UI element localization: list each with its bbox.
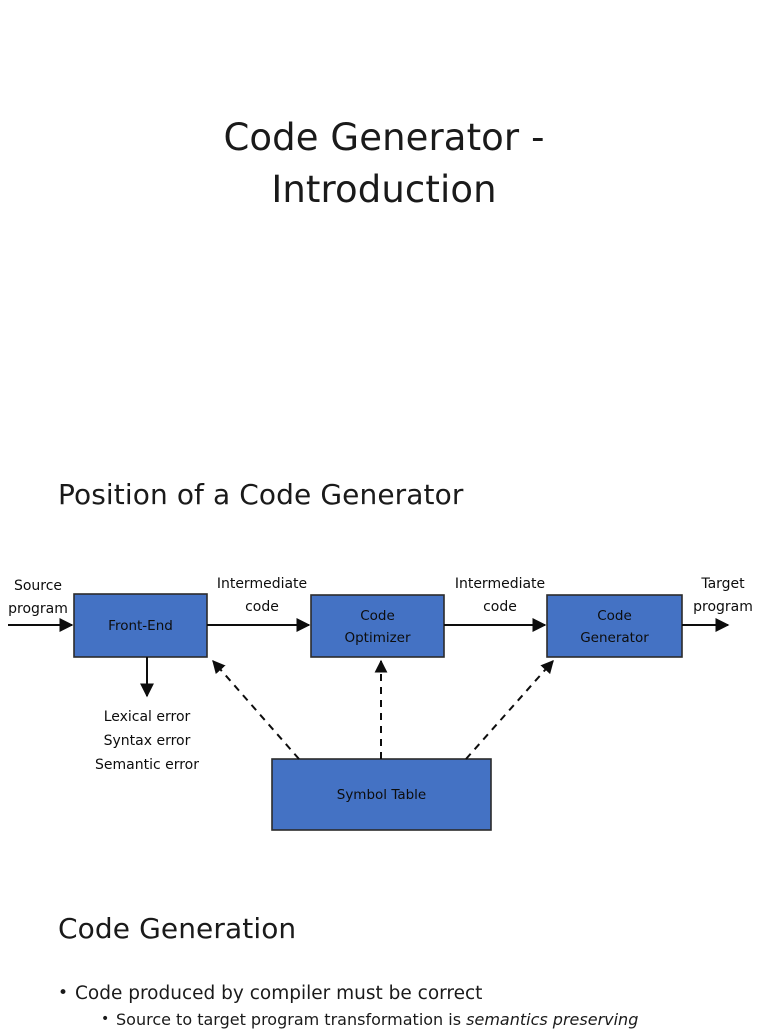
box-symbol-table (271, 758, 492, 831)
label-lexical-error: Lexical error (104, 709, 191, 725)
label-intermediate-code-1-line2: code (245, 599, 279, 615)
label-target-program-line2: program (693, 599, 753, 615)
box-symbol-table-label: Symbol Table (337, 787, 427, 803)
box-code-optimizer-label-line1: Code (360, 608, 395, 624)
diagram-svg: Source program Front-End Intermediate co… (8, 576, 753, 831)
bullet-level2-emphasis: semantics preserving (466, 1010, 639, 1029)
compiler-pipeline-diagram: Source program Front-End Intermediate co… (0, 560, 768, 850)
box-code-generator-label-line1: Code (597, 608, 632, 624)
label-semantic-error: Semantic error (95, 757, 199, 773)
label-source-program-line1: Source (14, 578, 62, 594)
page-title: Code Generator - Introduction (223, 116, 545, 211)
label-source-program-line2: program (8, 601, 68, 617)
box-code-optimizer (310, 594, 445, 658)
section-heading-position: Position of a Code Generator (58, 478, 464, 511)
dashed-link-symbol-table-to-generator (465, 660, 554, 760)
bullet-level2-semantics: Source to target program transformation … (101, 1007, 758, 1032)
label-syntax-error: Syntax error (104, 733, 191, 749)
bullet-level1-correctness: Code produced by compiler must be correc… (58, 980, 758, 1007)
label-intermediate-code-2-line2: code (483, 599, 517, 615)
label-intermediate-code-1-line1: Intermediate (217, 576, 307, 592)
box-code-generator (546, 594, 683, 658)
box-code-optimizer-label-line2: Optimizer (344, 630, 411, 646)
label-intermediate-code-2-line1: Intermediate (455, 576, 545, 592)
label-target-program-line1: Target (700, 576, 745, 592)
box-code-generator-label-line2: Generator (580, 630, 649, 646)
dashed-link-symbol-table-to-front-end (212, 660, 300, 760)
bullet-level2-text: Source to target program transformation … (116, 1010, 467, 1029)
section-heading-code-generation: Code Generation (58, 912, 297, 945)
bullet-list: Code produced by compiler must be correc… (58, 980, 758, 1032)
box-front-end-label: Front-End (108, 618, 173, 634)
